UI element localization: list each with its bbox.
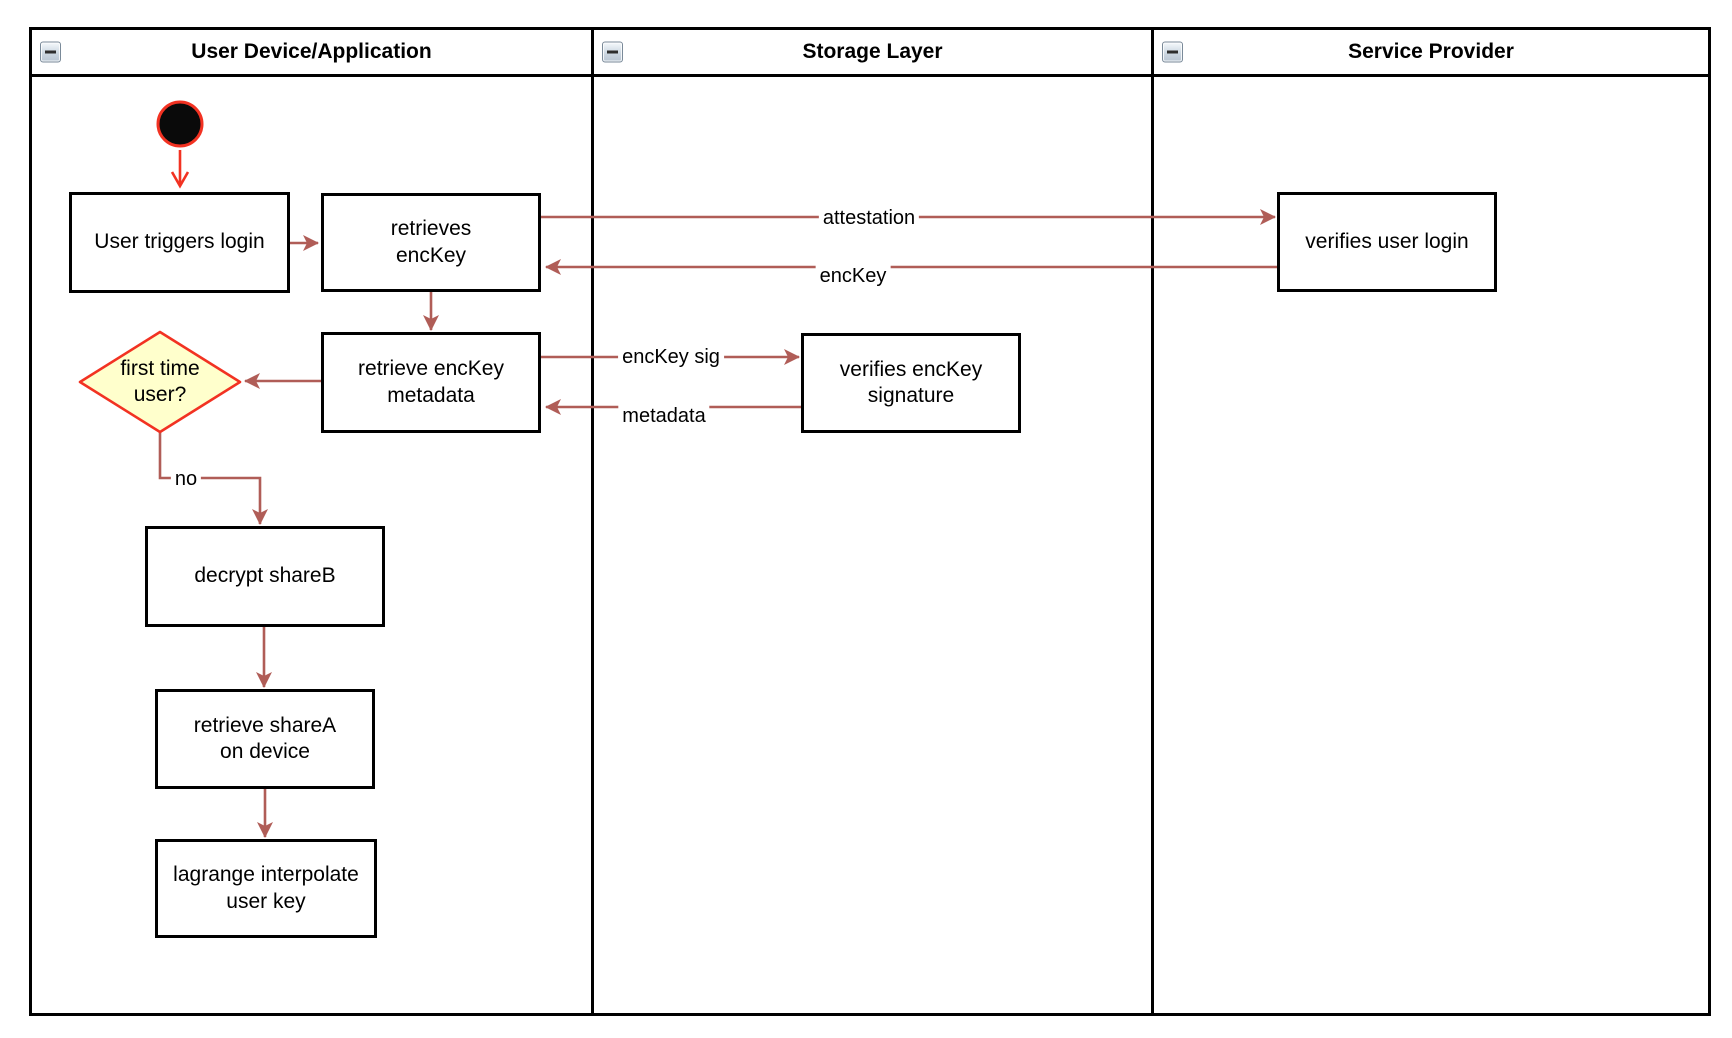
collapse-minus-icon[interactable] bbox=[602, 41, 623, 63]
start-node[interactable] bbox=[156, 100, 204, 148]
lane-header-service-provider[interactable]: Service Provider bbox=[1154, 30, 1708, 77]
lane-title-storage-layer: Storage Layer bbox=[802, 40, 943, 63]
edge-no-branch bbox=[158, 432, 268, 525]
node-retrieve-enckey-metadata[interactable]: retrieve encKey metadata bbox=[321, 332, 541, 433]
node-retrieve-sharea[interactable]: retrieve shareA on device bbox=[155, 689, 375, 789]
node-verifies-user-login[interactable]: verifies user login bbox=[1277, 192, 1497, 292]
edge-label-metadata[interactable]: metadata bbox=[618, 404, 710, 428]
swimlane-pool: User Device/Application Storage Layer Se… bbox=[29, 27, 1711, 1016]
node-decrypt-shareb[interactable]: decrypt shareB bbox=[145, 526, 385, 627]
lane-title-service-provider: Service Provider bbox=[1348, 40, 1514, 63]
lane-title-user-device: User Device/Application bbox=[191, 40, 432, 63]
node-verifies-enckey-signature[interactable]: verifies encKey signature bbox=[801, 333, 1021, 433]
edge-label-no[interactable]: no bbox=[170, 467, 202, 491]
collapse-minus-icon[interactable] bbox=[40, 41, 61, 63]
edge-label-enckey[interactable]: encKey bbox=[815, 264, 891, 288]
lane-user-device: User Device/Application bbox=[32, 30, 594, 1013]
lane-storage-layer: Storage Layer bbox=[594, 30, 1154, 1013]
edge-label-attestation[interactable]: attestation bbox=[818, 206, 920, 230]
collapse-minus-icon[interactable] bbox=[1162, 41, 1183, 63]
lane-header-user-device[interactable]: User Device/Application bbox=[32, 30, 591, 77]
node-retrieves-enckey[interactable]: retrieves encKey bbox=[321, 193, 541, 292]
decision-diamond[interactable] bbox=[78, 330, 242, 434]
lane-header-storage-layer[interactable]: Storage Layer bbox=[594, 30, 1151, 77]
node-lagrange-interpolate[interactable]: lagrange interpolate user key bbox=[155, 839, 377, 938]
node-user-triggers-login[interactable]: User triggers login bbox=[69, 192, 290, 293]
lane-service-provider: Service Provider bbox=[1154, 30, 1708, 1013]
decision-diamond-label: first time user? bbox=[120, 356, 200, 406]
edge-label-enckey-sig[interactable]: encKey sig bbox=[618, 345, 724, 369]
